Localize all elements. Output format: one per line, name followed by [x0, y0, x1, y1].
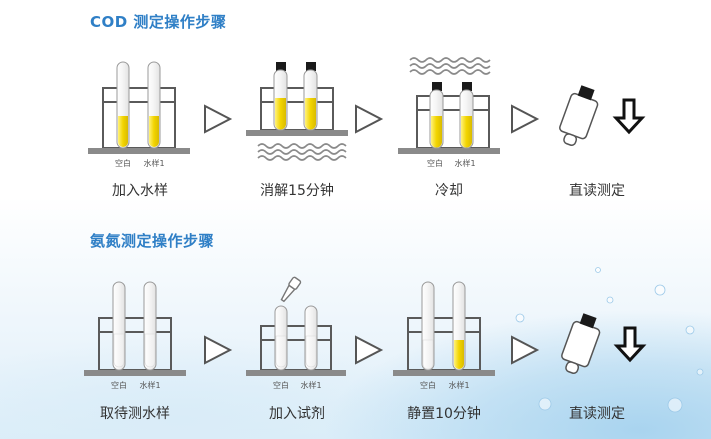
ammonia-step-4-label: 直读测定 — [569, 406, 625, 422]
cod-step2-rack — [246, 62, 348, 161]
ammonia-step3-rack — [393, 281, 495, 376]
cod-step-4-label: 直读测定 — [569, 183, 625, 199]
ammonia-step2-label-sample: 水样1 — [300, 381, 322, 390]
cod-step1-rack — [88, 61, 190, 154]
cod-arrow-3 — [511, 104, 540, 134]
ammonia-step2-tube-sample — [304, 305, 318, 371]
ammonia-step3-tube-blank — [421, 281, 435, 371]
ammonia-step1-label-sample: 水样1 — [139, 381, 161, 390]
ammonia-step-3-label: 静置10分钟 — [407, 406, 481, 422]
cod-step3-rack — [398, 57, 500, 154]
cod-step3-label-blank: 空白 — [427, 159, 443, 168]
ammonia-step3-label-blank: 空白 — [420, 381, 436, 390]
ammonia-down-arrow-icon — [613, 326, 647, 363]
ammonia-arrow-2 — [355, 335, 384, 365]
ammonia-step-2-label: 加入试剂 — [269, 406, 325, 422]
cod-step-2-label: 消解15分钟 — [260, 183, 334, 199]
cod-step-3-label: 冷却 — [435, 183, 463, 199]
ammonia-step2-tube-blank — [274, 305, 288, 371]
cod-step3-tube-blank — [429, 82, 444, 149]
cod-step-1-label: 加入水样 — [112, 183, 168, 199]
cod-section-title: COD 测定操作步骤 — [90, 13, 227, 31]
ammonia-section-title: 氨氮测定操作步骤 — [90, 232, 215, 250]
cod-step1-label-blank: 空白 — [115, 159, 131, 168]
dropper-icon — [280, 276, 302, 303]
cod-step1-tube-blank — [116, 61, 130, 149]
cooling-wave-icon — [409, 57, 491, 75]
ammonia-step3-label-sample: 水样1 — [448, 381, 470, 390]
ammonia-arrow-1 — [204, 335, 233, 365]
cod-arrow-2 — [355, 104, 384, 134]
cod-step3-tube-sample — [459, 82, 474, 149]
ammonia-step1-tube-sample — [143, 281, 157, 371]
ammonia-step2-label-blank: 空白 — [273, 381, 289, 390]
cod-step2-tube-blank — [273, 62, 288, 131]
heat-wave-icon — [257, 143, 347, 161]
cod-down-arrow-icon — [612, 98, 646, 135]
ammonia-step-1-label: 取待测水样 — [100, 406, 170, 422]
ammonia-step1-rack — [84, 281, 186, 376]
ammonia-step3-tube-sample — [452, 281, 466, 371]
ammonia-step2-rack — [246, 276, 346, 376]
ammonia-arrow-3 — [511, 335, 540, 365]
cod-step1-label-sample: 水样1 — [143, 159, 165, 168]
ammonia-step1-tube-blank — [112, 281, 126, 371]
cod-step1-tube-sample — [147, 61, 161, 149]
cod-step3-label-sample: 水样1 — [454, 159, 476, 168]
ammonia-instrument-icon — [561, 313, 601, 374]
cod-arrow-1 — [204, 104, 233, 134]
ammonia-step1-label-blank: 空白 — [111, 381, 127, 390]
water-splash-decoration — [515, 267, 704, 413]
cod-step2-tube-sample — [303, 62, 318, 131]
cod-instrument-icon — [559, 85, 599, 146]
